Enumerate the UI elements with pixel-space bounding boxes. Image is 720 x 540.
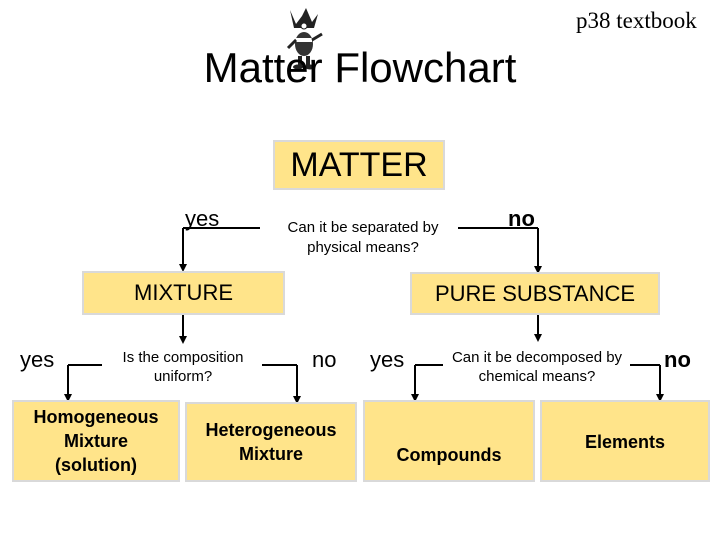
- homogeneous-mixture-box: Homogeneous Mixture (solution): [12, 400, 180, 482]
- cartoon-character-icon: [282, 6, 326, 70]
- answer-yes-physical: yes: [185, 206, 220, 231]
- answer-yes-decompose: yes: [370, 347, 405, 372]
- page-reference: p38 textbook: [576, 8, 697, 33]
- elements-label: Elements: [584, 432, 666, 452]
- compounds-label: Compounds: [396, 445, 502, 465]
- elements-box: Elements: [540, 400, 710, 482]
- answer-no-uniform: no: [312, 347, 337, 372]
- heterogeneous-mixture-box: Heterogeneous Mixture: [185, 402, 357, 482]
- homogeneous-mixture-label: Homogeneous Mixture (solution): [33, 407, 159, 475]
- answer-no-decompose: no: [664, 347, 691, 372]
- question-physical-separation: Can it be separated by physical means?: [287, 219, 439, 256]
- answer-yes-uniform: yes: [20, 347, 55, 372]
- heterogeneous-mixture-label: Heterogeneous Mixture: [205, 420, 337, 464]
- question-chemical-decomposition: Can it be decomposed by chemical means?: [451, 349, 623, 385]
- matter-label: MATTER: [290, 145, 428, 184]
- pure-substance-box: PURE SUBSTANCE: [410, 272, 660, 315]
- pure-substance-label: PURE SUBSTANCE: [434, 280, 636, 306]
- question-uniform-composition: Is the composition uniform?: [122, 349, 244, 385]
- mixture-box: MIXTURE: [82, 271, 285, 315]
- compounds-box: Compounds: [363, 400, 535, 482]
- mixture-label: MIXTURE: [134, 280, 233, 305]
- answer-no-physical: no: [508, 206, 535, 231]
- page-title: Matter Flowchart: [203, 44, 517, 91]
- matter-box: MATTER: [273, 140, 445, 190]
